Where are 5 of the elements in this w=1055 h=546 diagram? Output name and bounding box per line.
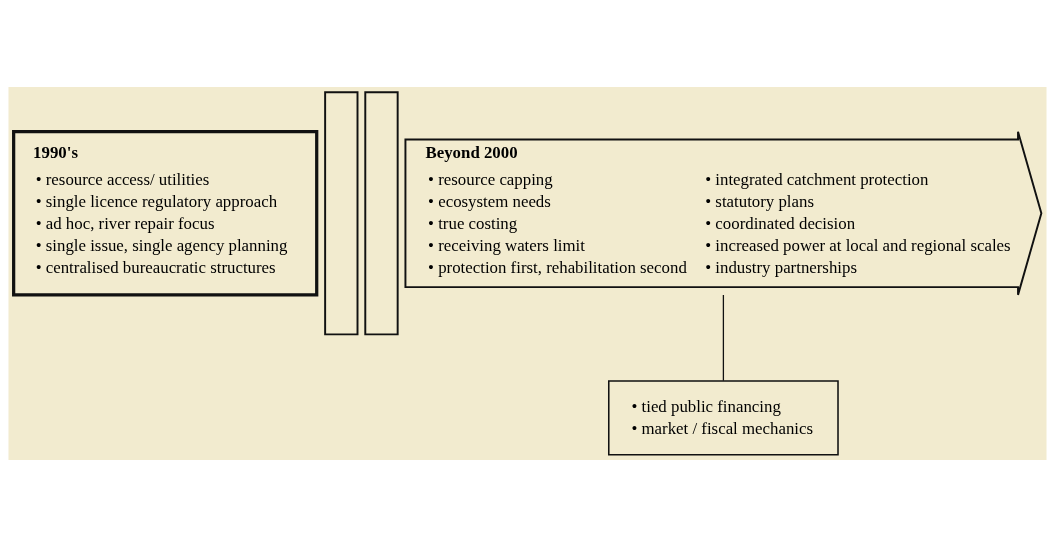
node-bar bbox=[364, 90, 399, 335]
connector bbox=[722, 293, 725, 381]
node-box: 1990's • resource access/ utilities • single licence regulatory approach • ad hoc, river repair focus • single issue, single agency planning • centralised bureaucratic structures bbox=[12, 129, 319, 296]
node-box: • tied public financing • market / fiscal mechanics bbox=[608, 379, 839, 456]
node-bar bbox=[324, 90, 359, 335]
